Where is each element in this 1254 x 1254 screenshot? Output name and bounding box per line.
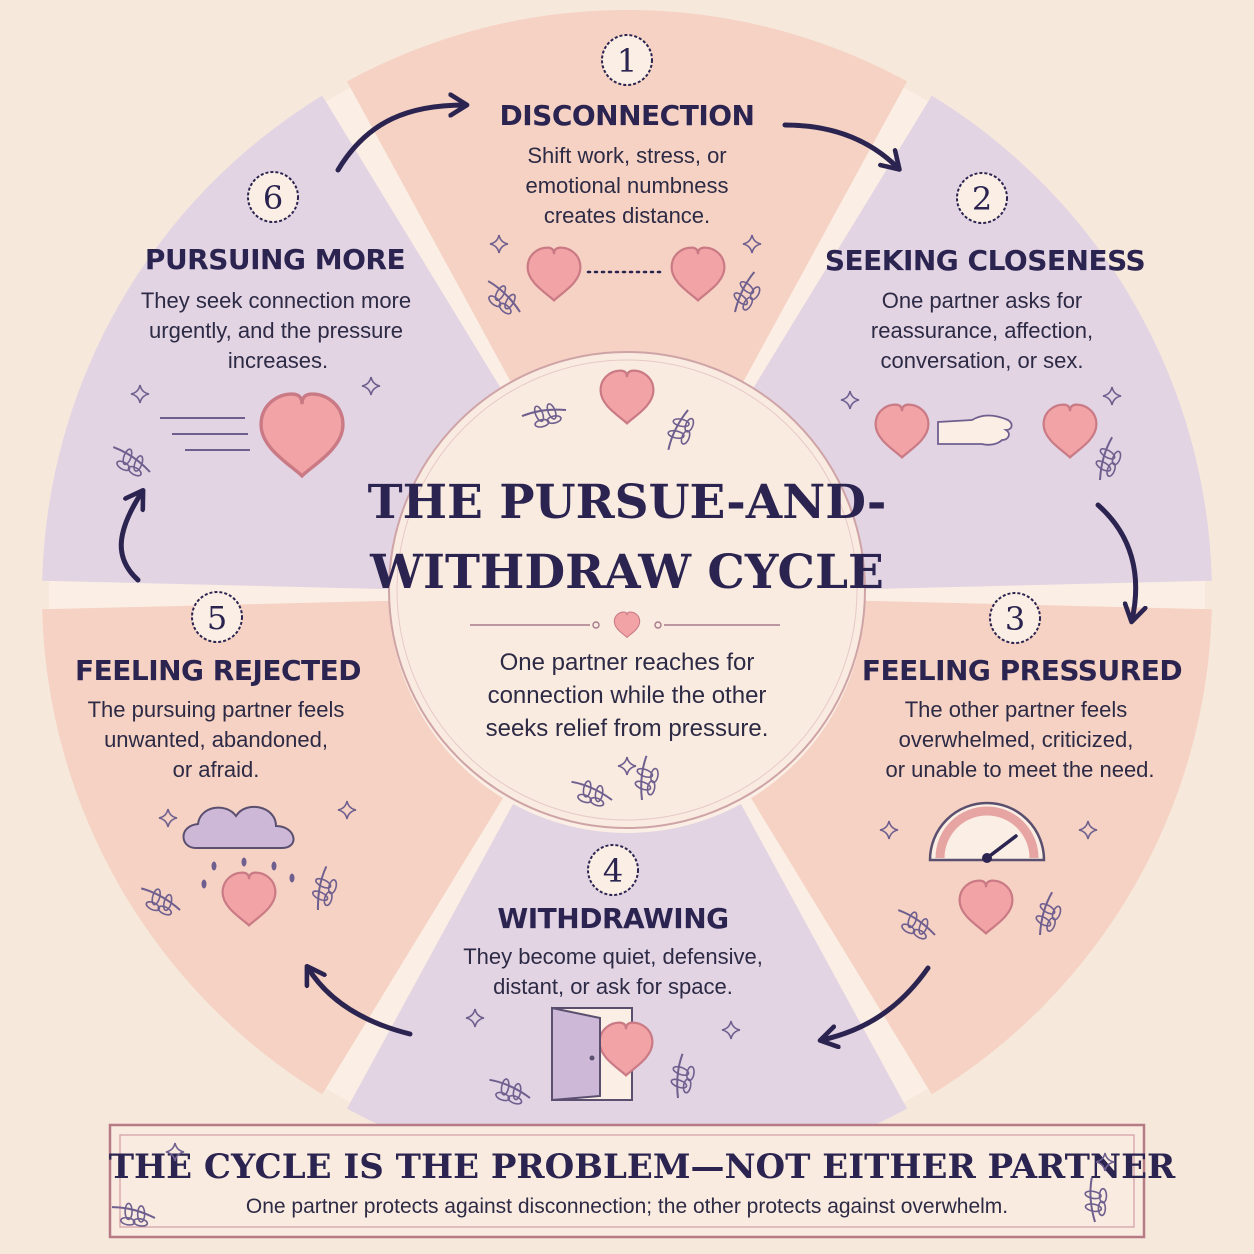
- speeding-heart-icon: [108, 376, 381, 485]
- stage-2-title: SEEKING CLOSENESS: [825, 244, 1145, 277]
- stage-2: 2 SEEKING CLOSENESS One partner asks for…: [825, 172, 1146, 483]
- stage-3-body-3: or unable to meet the need.: [885, 757, 1154, 782]
- sector-4: [346, 803, 908, 1180]
- sector-2: [751, 95, 1212, 590]
- stage-3: 3 FEELING PRESSURED The other partner fe…: [862, 592, 1183, 948]
- stage-2-body-1: One partner asks for: [882, 288, 1083, 313]
- stage-6: 6 PURSUING MORE They seek connection mor…: [108, 171, 411, 485]
- cycle-sectors: [42, 9, 1212, 1180]
- stage-4-badge: [587, 844, 639, 896]
- stage-5-body-3: or afraid.: [173, 757, 260, 782]
- stage-5-title: FEELING REJECTED: [75, 654, 361, 687]
- stage-5-body-1: The pursuing partner feels: [88, 697, 345, 722]
- stage-6-body-2: urgently, and the pressure: [149, 318, 403, 343]
- stage-1-badge: [601, 34, 653, 86]
- stage-2-body-2: reassurance, affection,: [871, 318, 1093, 343]
- arrow-6-to-1: [335, 105, 465, 173]
- center-text-line-3: seeks relief from pressure.: [486, 715, 769, 742]
- sector-1: [346, 9, 908, 387]
- stage-4-body-2: distant, or ask for space.: [493, 974, 733, 999]
- banner-frame: [108, 1123, 1146, 1239]
- cycle-arrows: [118, 105, 1136, 1040]
- center-disc: [388, 351, 866, 829]
- arrow-3-to-4: [822, 965, 931, 1040]
- stage-4-body-1: They become quiet, defensive,: [463, 944, 763, 969]
- stage-3-body-1: The other partner feels: [905, 697, 1128, 722]
- open-door-icon: [465, 1006, 741, 1116]
- stage-6-number: 6: [263, 179, 283, 217]
- stage-5-badge: [191, 591, 243, 643]
- stage-3-badge: [989, 592, 1041, 644]
- stage-5-number: 5: [207, 599, 227, 637]
- stage-4-number: 4: [603, 852, 623, 890]
- stage-1: 1 DISCONNECTION Shift work, stress, or e…: [483, 34, 767, 320]
- stage-1-body-3: creates distance.: [544, 203, 710, 228]
- stage-6-body-3: increases.: [228, 348, 328, 373]
- stage-6-badge: [247, 171, 299, 223]
- stage-2-body-3: conversation, or sex.: [881, 348, 1084, 373]
- stage-6-title: PURSUING MORE: [145, 243, 405, 276]
- arrow-2-to-3: [1095, 502, 1136, 620]
- stage-2-badge: [956, 172, 1008, 224]
- title-line-2: WITHDRAW CYCLE: [369, 545, 884, 600]
- stage-5: 5 FEELING REJECTED The pursuing partner …: [75, 591, 362, 927]
- stage-1-body-1: Shift work, stress, or: [527, 143, 726, 168]
- arrow-1-to-2: [782, 122, 898, 168]
- stage-5-body-2: unwanted, abandoned,: [104, 727, 328, 752]
- pressure-gauge-icon: [879, 801, 1098, 948]
- arrow-5-to-6: [118, 492, 142, 583]
- stage-3-body-2: overwhelmed, criticized,: [899, 727, 1134, 752]
- stage-1-number: 1: [617, 42, 637, 80]
- title-divider: [470, 611, 780, 638]
- stage-labels: 1 DISCONNECTION Shift work, stress, or e…: [75, 34, 1183, 1116]
- stage-1-title: DISCONNECTION: [500, 99, 755, 132]
- banner-title: THE CYCLE IS THE PROBLEM—NOT EITHER PART…: [109, 1147, 1176, 1187]
- bottom-banner: THE CYCLE IS THE PROBLEM—NOT EITHER PART…: [107, 1123, 1176, 1240]
- stage-4: 4 WITHDRAWING They become quiet, defensi…: [463, 844, 763, 1116]
- center-text-line-2: connection while the other: [488, 682, 767, 709]
- two-hearts-dotted-icon: [483, 234, 767, 320]
- stage-2-number: 2: [972, 180, 992, 218]
- stage-3-number: 3: [1005, 600, 1025, 638]
- reaching-hand-icon: [840, 386, 1130, 483]
- arrow-4-to-5: [308, 968, 413, 1037]
- stage-3-title: FEELING PRESSURED: [862, 654, 1182, 687]
- rain-cloud-icon: [136, 800, 357, 927]
- stage-1-body-2: emotional numbness: [525, 173, 728, 198]
- title-line-1: THE PURSUE-AND-: [368, 475, 887, 530]
- sector-6: [42, 95, 503, 590]
- banner-subtitle: One partner protects against disconnecti…: [246, 1195, 1008, 1218]
- stage-6-body-1: They seek connection more: [141, 288, 411, 313]
- stage-4-title: WITHDRAWING: [497, 902, 728, 935]
- center-text-line-1: One partner reaches for: [500, 649, 755, 676]
